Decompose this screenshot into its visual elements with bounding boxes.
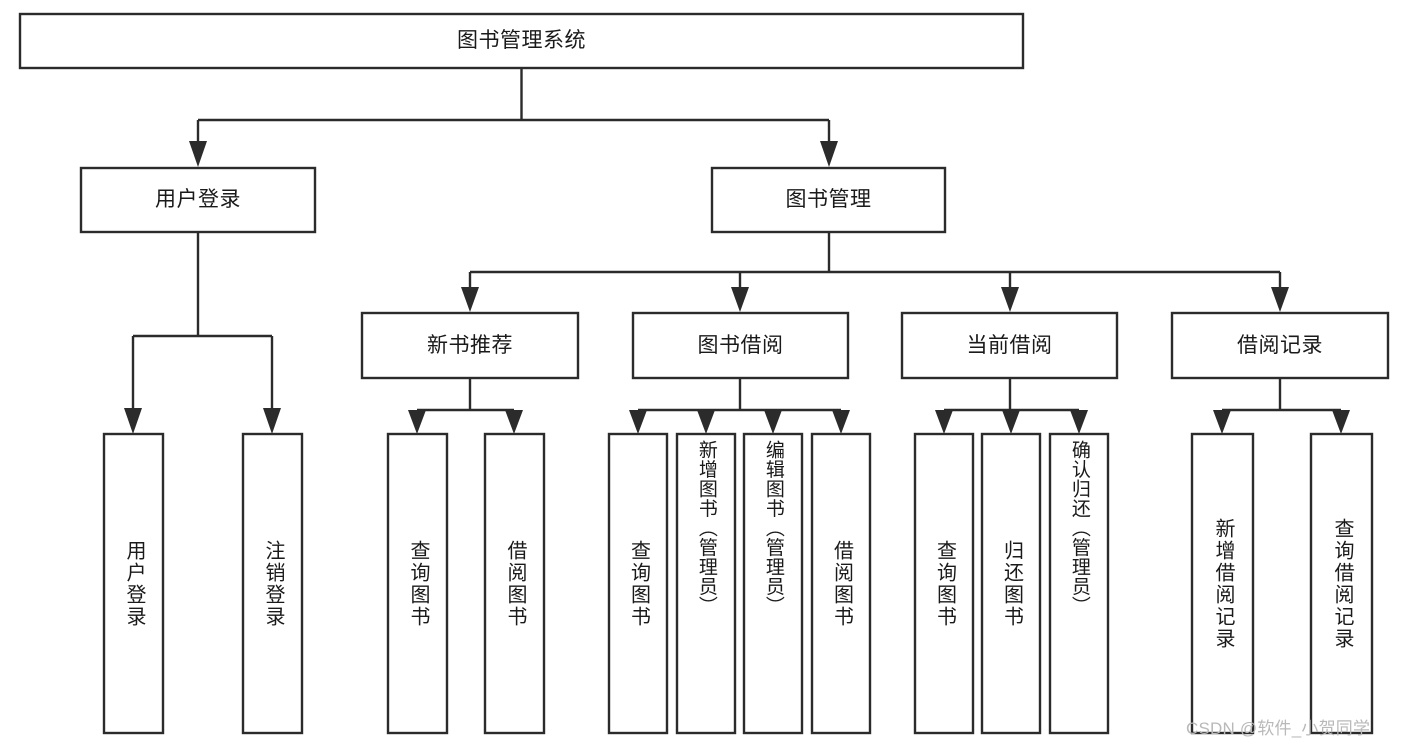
node-box-l-query-book-3[interactable]	[913, 432, 975, 735]
node-box-l-user-login[interactable]	[102, 432, 165, 735]
arrow-to-l-add-book	[697, 410, 715, 434]
connector-group-current-borrow	[935, 378, 1088, 434]
node-box-borrow-record[interactable]	[1170, 311, 1390, 380]
arrow-to-borrow-record	[1271, 287, 1289, 312]
arrow-to-user-login	[189, 141, 207, 167]
arrow-to-new-book-rec	[461, 287, 479, 312]
node-box-l-add-record[interactable]	[1190, 432, 1255, 735]
connector-group-borrow-record	[1213, 378, 1350, 434]
arrow-to-l-query-record	[1332, 410, 1350, 434]
arrow-to-current-borrow	[1001, 287, 1019, 312]
arrow-to-book-mgmt	[820, 141, 838, 167]
arrow-to-l-confirm-return	[1070, 410, 1088, 434]
node-box-new-book-rec[interactable]	[360, 311, 580, 380]
arrow-to-l-return-book	[1002, 410, 1020, 434]
node-box-book-mgmt[interactable]	[710, 166, 947, 234]
node-box-l-query-book-2[interactable]	[607, 432, 669, 735]
node-box-l-borrow-book-1[interactable]	[483, 432, 546, 735]
node-box-l-edit-book[interactable]	[742, 432, 804, 735]
arrow-to-book-borrow	[731, 287, 749, 312]
arrow-to-l-borrow-book-1	[505, 410, 523, 434]
arrow-to-l-borrow-book-2	[832, 410, 850, 434]
arrow-to-l-query-book-3	[935, 410, 953, 434]
connector-group-book-mgmt	[461, 232, 1289, 312]
node-box-book-borrow[interactable]	[631, 311, 850, 380]
arrow-to-l-logout	[263, 408, 281, 434]
arrow-to-l-query-book-2	[629, 410, 647, 434]
node-box-l-return-book[interactable]	[980, 432, 1042, 735]
node-box-root[interactable]	[18, 12, 1025, 70]
arrow-to-l-user-login	[124, 408, 142, 434]
connector-group-user-login	[124, 232, 281, 434]
connector-group-new-book-rec	[408, 378, 523, 434]
connector-group-book-borrow	[629, 378, 850, 434]
node-box-l-query-book-1[interactable]	[386, 432, 449, 735]
node-box-l-confirm-return[interactable]	[1048, 432, 1110, 735]
arrow-to-l-add-record	[1213, 410, 1231, 434]
node-box-l-query-record[interactable]	[1309, 432, 1374, 735]
connector-group-root	[189, 68, 838, 167]
watermark-text: CSDN @软件_小贺同学	[1186, 719, 1371, 738]
node-box-user-login[interactable]	[79, 166, 317, 234]
node-box-l-add-book[interactable]	[675, 432, 737, 735]
node-box-l-logout[interactable]	[241, 432, 304, 735]
node-box-current-borrow[interactable]	[900, 311, 1119, 380]
arrow-to-l-query-book-1	[408, 410, 426, 434]
node-box-l-borrow-book-2[interactable]	[810, 432, 872, 735]
arrow-to-l-edit-book	[764, 410, 782, 434]
